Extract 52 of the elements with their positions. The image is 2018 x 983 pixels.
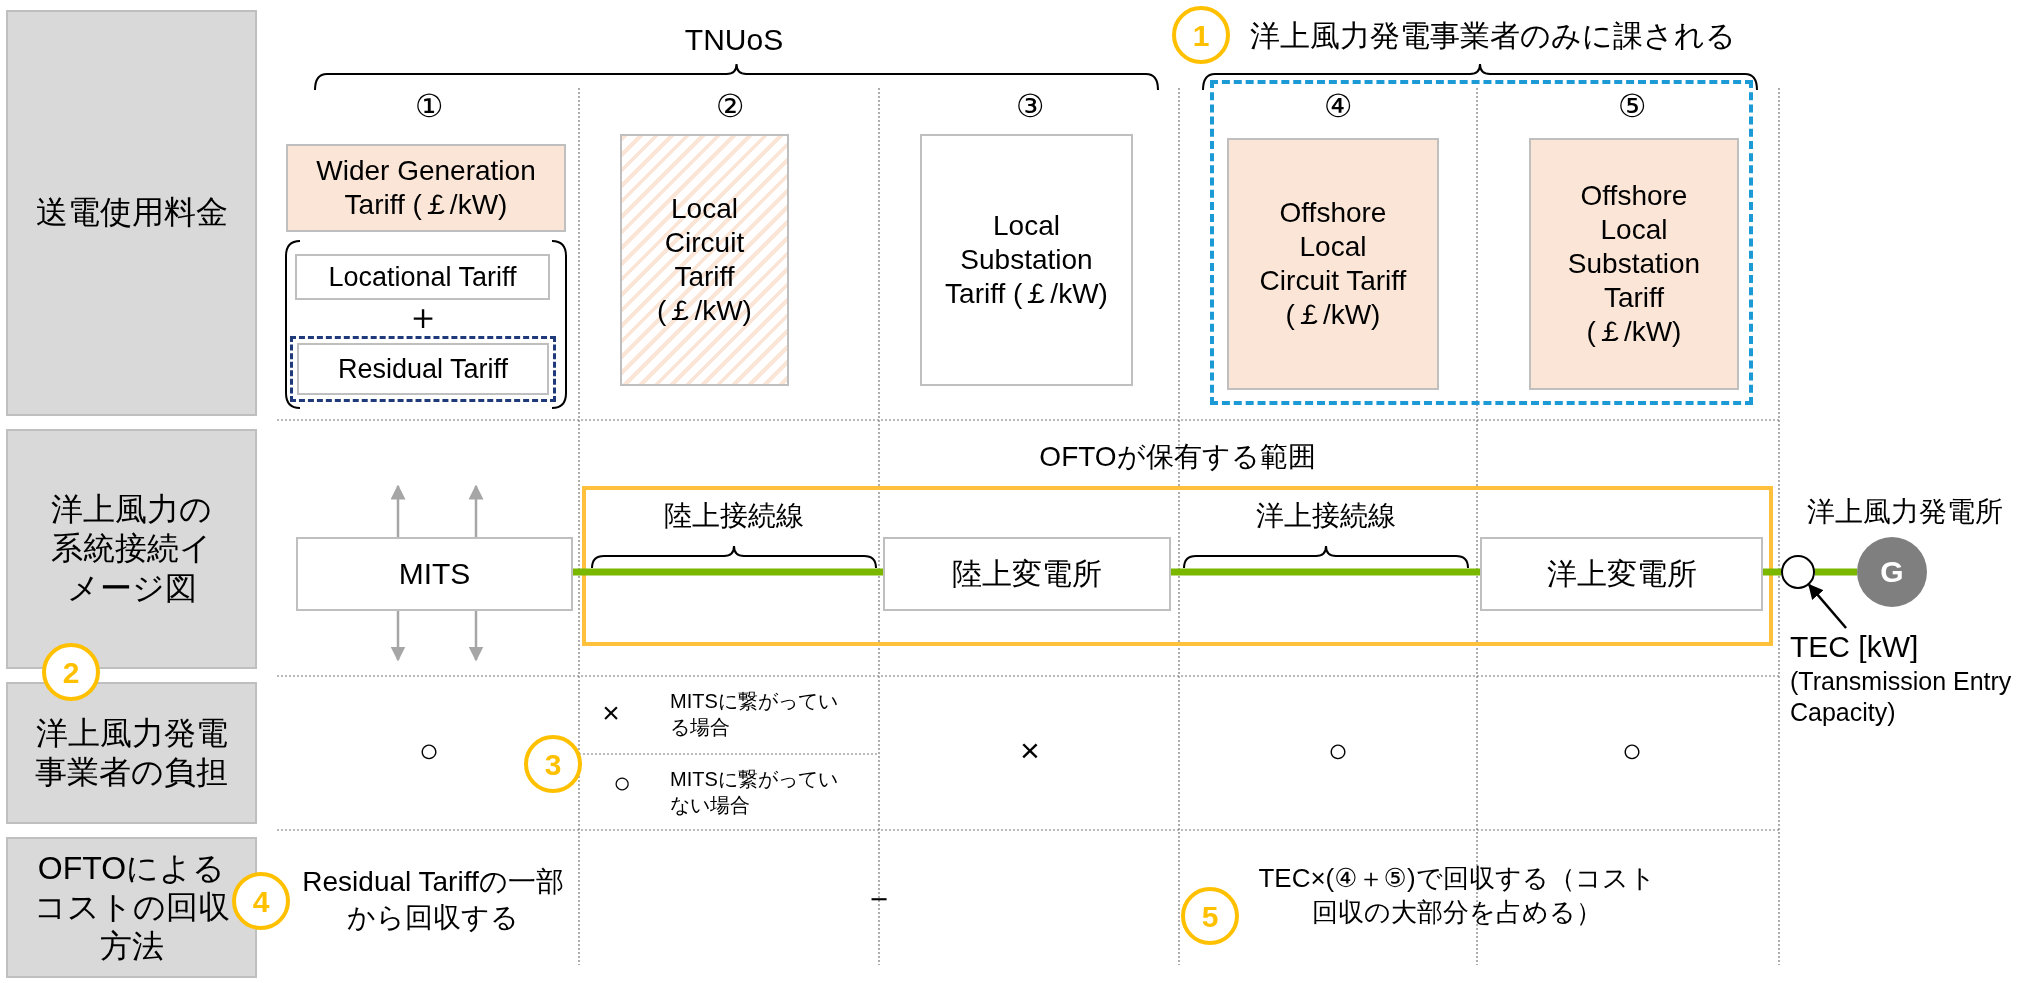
callout-number: 1: [1172, 6, 1230, 64]
cross-mark: ×: [602, 694, 620, 731]
row-header: 送電使用料金: [6, 10, 257, 416]
column-number: ④: [1323, 87, 1353, 127]
circle-mark: ○: [418, 729, 440, 771]
bracket-title: 洋上風力発電事業者のみに課される: [1250, 17, 1736, 54]
substation-box: 洋上変電所: [1480, 537, 1763, 611]
circle-mark: ○: [1327, 729, 1349, 771]
method-text: Residual Tariffの一部から回収する: [301, 864, 565, 935]
segment-label: 洋上接続線: [1256, 498, 1396, 533]
tariff-box: Local Circuit Tariff (￡/kW): [620, 134, 789, 386]
case-note: MITSに繋がっていない場合: [670, 767, 839, 818]
generator-circle: G: [1857, 537, 1927, 607]
segment-label: 陸上接続線: [664, 498, 804, 533]
callout-number: 3: [524, 735, 582, 793]
callout-number: 5: [1181, 887, 1239, 945]
dashed-frame: [1210, 80, 1753, 405]
leader-arrow: [1808, 583, 1847, 629]
circle-mark: ○: [612, 764, 632, 801]
arrow: [390, 611, 406, 662]
cable-line: [573, 568, 883, 576]
tariff-box: Locational Tariff: [295, 254, 550, 300]
bracket-title: TNUoS: [684, 21, 784, 58]
cable-line: [1763, 568, 1781, 576]
tariff-box: Local Substation Tariff (￡/kW): [920, 134, 1133, 386]
cross-mark: ×: [1020, 729, 1040, 771]
plant-label: 洋上風力発電所: [1807, 494, 2003, 529]
grid-box: MITS: [296, 537, 573, 611]
cable-line: [1171, 568, 1480, 576]
range-title: OFTOが保有する範囲: [1038, 440, 1317, 474]
substation-box: 陸上変電所: [883, 537, 1171, 611]
column-number: ①: [414, 87, 444, 127]
connection-point-circle: [1781, 555, 1815, 589]
capacity-note: (Transmission Entry Capacity): [1790, 665, 2013, 728]
tariff-box: Wider Generation Tariff (￡/kW): [286, 144, 566, 232]
circle-mark: ○: [1621, 729, 1643, 771]
method-text: TEC×(④＋⑤)で回収する（コスト回収の大部分を占める）: [1257, 862, 1657, 929]
tariff-box: Offshore Local Circuit Tariff (￡/kW): [1227, 138, 1439, 390]
column-number: ⑤: [1617, 87, 1647, 127]
arrow: [390, 484, 406, 537]
tariff-box: Offshore Local Substation Tariff (￡/kW): [1529, 138, 1739, 390]
cable-line: [1815, 568, 1857, 576]
callout-number: 4: [232, 872, 290, 930]
arrow: [468, 611, 484, 662]
case-note: MITSに繋がっている場合: [670, 689, 839, 740]
column-number: ③: [1015, 87, 1045, 127]
capacity-label: TEC [kW]: [1790, 629, 1919, 665]
dash-mark: －: [862, 876, 896, 918]
column-number: ②: [715, 87, 745, 127]
arrow: [468, 484, 484, 537]
row-header: 洋上風力発電事業者の負担: [6, 682, 257, 824]
tariff-box: Residual Tariff: [290, 336, 556, 402]
